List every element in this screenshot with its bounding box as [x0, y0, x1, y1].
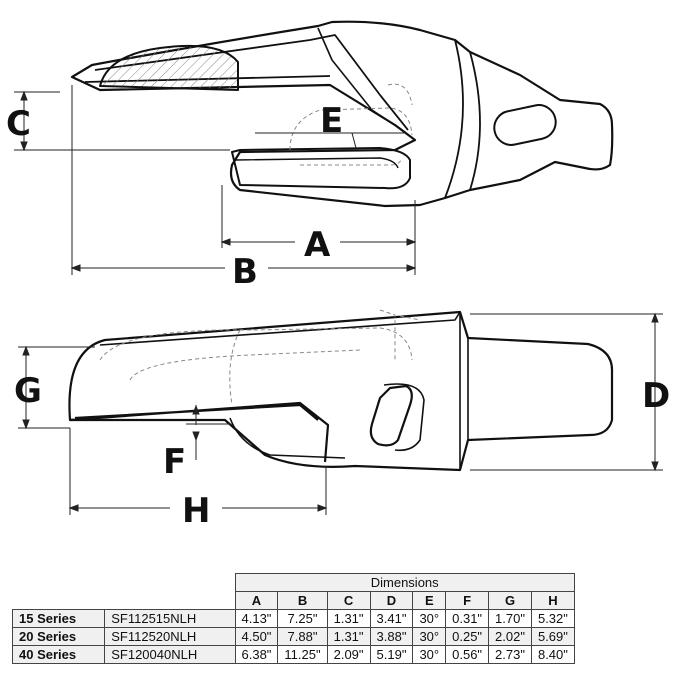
technical-drawing: C E A B G D F H: [6, 20, 670, 531]
upper-tip-inner-line: [94, 34, 409, 131]
column-header-g: G: [488, 591, 532, 610]
dim-label-e: E: [320, 101, 343, 141]
table-corner-2: [12, 591, 235, 610]
upper-tip-ridge: [317, 27, 406, 133]
value-cell: 2.73": [488, 645, 532, 664]
shank-outline: [444, 39, 481, 199]
hatched-wear-pad: [99, 44, 239, 91]
value-cell: 2.02": [488, 627, 532, 646]
dim-label-d: D: [642, 376, 670, 416]
column-header-b: B: [277, 591, 328, 610]
column-header-f: F: [445, 591, 490, 610]
dim-label-b: B: [232, 252, 258, 292]
bottom-view-dimensions: [18, 312, 663, 515]
table-corner: [12, 573, 235, 592]
column-header-e: E: [412, 591, 447, 610]
table-row: 20 Series SF112520NLH 4.50" 7.88" 1.31" …: [11, 627, 575, 646]
value-cell: 0.25": [445, 627, 490, 646]
value-cell: 5.19": [369, 645, 414, 664]
value-cell: 7.25": [277, 609, 328, 628]
bottom-view: [68, 309, 614, 472]
table-header-row: A B C D E F G H: [12, 591, 575, 610]
dim-label-h: H: [182, 491, 210, 531]
series-cell: 20 Series: [11, 627, 106, 646]
table-row: 15 Series SF112515NLH 4.13" 7.25" 1.31" …: [11, 609, 575, 628]
top-plate-outline: [70, 20, 614, 208]
series-cell: 15 Series: [11, 609, 106, 628]
value-cell: 5.69": [530, 627, 575, 646]
part-number-cell: SF112520NLH: [104, 627, 236, 646]
value-cell: 1.70": [488, 609, 532, 628]
pin-boss: [369, 384, 413, 447]
dim-label-g: G: [14, 371, 42, 411]
value-cell: 30°: [412, 627, 447, 646]
top-view-dimensions: [14, 85, 417, 275]
value-cell: 1.31": [326, 609, 371, 628]
value-cell: 0.31": [445, 609, 490, 628]
lower-body-outline: [68, 310, 614, 472]
pin-recess: [383, 383, 425, 452]
dim-label-c: C: [6, 104, 31, 144]
value-cell: 0.56": [445, 645, 490, 664]
value-cell: 3.41": [369, 609, 414, 628]
lower-jaw-inner-line: [235, 157, 399, 169]
table-row: 40 Series SF120040NLH 6.38" 11.25" 2.09"…: [11, 645, 575, 664]
value-cell: 3.88": [369, 627, 414, 646]
lower-body-step: [459, 312, 469, 470]
side-recess: [229, 417, 346, 459]
value-cell: 2.09": [326, 645, 371, 664]
lower-lip: [69, 401, 330, 463]
column-header-c: C: [326, 591, 371, 610]
value-cell: 30°: [412, 609, 447, 628]
series-cell: 40 Series: [11, 645, 106, 664]
value-cell: 6.38": [234, 645, 279, 664]
column-header-d: D: [369, 591, 414, 610]
dim-label-f: F: [163, 442, 186, 482]
value-cell: 8.40": [530, 645, 575, 664]
lower-jaw-outline: [231, 147, 411, 190]
part-number-cell: SF112515NLH: [104, 609, 236, 628]
hidden-socket-lines: [99, 309, 421, 406]
value-cell: 5.32": [530, 609, 575, 628]
table-title: Dimensions: [234, 573, 575, 592]
column-header-a: A: [234, 591, 279, 610]
value-cell: 4.13": [234, 609, 279, 628]
value-cell: 4.50": [234, 627, 279, 646]
top-view: [70, 20, 614, 208]
dimensions-table: Dimensions A B C D E F G H 15 Series SF1…: [11, 573, 575, 664]
pin-slot: [493, 104, 557, 146]
column-header-h: H: [530, 591, 575, 610]
value-cell: 7.88": [277, 627, 328, 646]
dim-label-a: A: [304, 225, 331, 265]
table-title-row: Dimensions: [12, 573, 575, 592]
value-cell: 11.25": [277, 645, 328, 664]
value-cell: 1.31": [326, 627, 371, 646]
lower-body-top-line: [99, 311, 461, 346]
value-cell: 30°: [412, 645, 447, 664]
part-number-cell: SF120040NLH: [104, 645, 236, 664]
